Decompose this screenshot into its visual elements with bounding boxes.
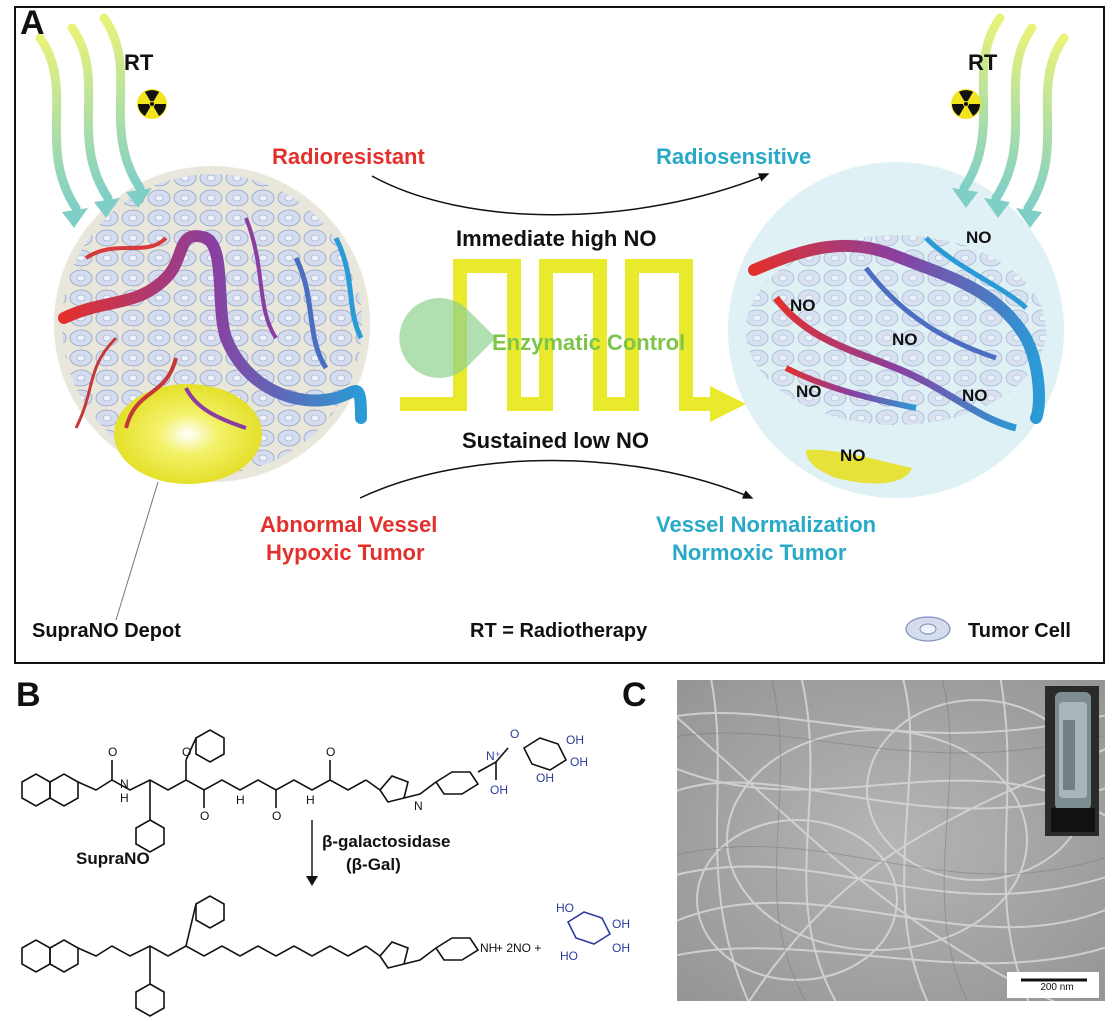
no-label: NO bbox=[962, 386, 988, 405]
h-atom: H bbox=[236, 793, 245, 807]
immediate-high-no-label: Immediate high NO bbox=[456, 226, 657, 251]
plus-2no: + 2NO + bbox=[496, 941, 541, 955]
rt-label-right: RT bbox=[968, 50, 998, 75]
supra-no-name: SupraNO bbox=[76, 849, 150, 868]
o-atom: O bbox=[510, 727, 519, 741]
tumor-cell-icon bbox=[905, 616, 951, 642]
enzyme-abbreviation: (β-Gal) bbox=[346, 855, 401, 874]
normoxic-tumor-label: Normoxic Tumor bbox=[672, 540, 847, 565]
nanofiber-network bbox=[677, 680, 1105, 1001]
h-atom: H bbox=[120, 791, 129, 805]
panel-label-a: A bbox=[20, 4, 45, 42]
o-atom: O bbox=[272, 809, 281, 823]
radioresistant-label: Radioresistant bbox=[272, 144, 425, 169]
depot-residue bbox=[806, 449, 912, 484]
supra-depot-label: SupraNO Depot bbox=[32, 620, 181, 642]
vessel-normalization-label: Vessel Normalization bbox=[656, 512, 877, 537]
oh-atom: OH bbox=[570, 755, 588, 769]
sustained-low-no-label: Sustained low NO bbox=[462, 428, 650, 453]
n-atom: N bbox=[414, 799, 423, 813]
h-atom: H bbox=[306, 793, 315, 807]
hypoxic-tumor-label: Hypoxic Tumor bbox=[266, 540, 425, 565]
enzyme-pacman-icon bbox=[399, 298, 496, 379]
rt-label-left: RT bbox=[124, 50, 154, 75]
o-atom: O bbox=[200, 809, 209, 823]
bottom-curved-arrow bbox=[359, 459, 754, 499]
tem-micrograph: 200 nm bbox=[677, 680, 1105, 1001]
panel-b-chemical-scheme: N⁺ OH OH OH OH O O O O O O H H H N N Sup… bbox=[21, 727, 630, 1017]
panel-label-c: C bbox=[622, 676, 647, 714]
oh-atom: OH bbox=[566, 733, 584, 747]
radiosensitive-label: Radiosensitive bbox=[656, 144, 812, 169]
no-label: NO bbox=[892, 330, 918, 349]
n-atom: N bbox=[120, 777, 129, 791]
no-label: NO bbox=[790, 296, 816, 315]
enzyme-name: β-galactosidase bbox=[322, 832, 450, 851]
oh-atom: OH bbox=[612, 917, 630, 931]
nh-atom: NH bbox=[480, 941, 497, 955]
tumor-cell-label: Tumor Cell bbox=[968, 620, 1071, 642]
radiation-icon bbox=[137, 89, 167, 119]
o-atom: O bbox=[326, 745, 335, 759]
right-tumor bbox=[728, 162, 1064, 498]
rt-definition-label: RT = Radiotherapy bbox=[470, 620, 648, 642]
radiation-rays bbox=[35, 13, 1069, 213]
left-tumor bbox=[54, 166, 370, 621]
no-label: NO bbox=[796, 382, 822, 401]
n-plus-atom: N⁺ bbox=[486, 749, 501, 763]
oh-atom: OH bbox=[612, 941, 630, 955]
panel-label-b: B bbox=[16, 676, 41, 714]
oh-atom: OH bbox=[536, 771, 554, 785]
panel-a: A RT RT Radioresistant Radiosensitive Im… bbox=[14, 4, 1105, 664]
panel-a-graphics bbox=[35, 13, 1069, 642]
supra-no-depot-blob bbox=[114, 384, 262, 484]
enzymatic-control-label: Enzymatic Control bbox=[492, 330, 686, 355]
no-label: NO bbox=[840, 446, 866, 465]
top-curved-arrow bbox=[371, 173, 770, 216]
pulse-waveform bbox=[400, 259, 712, 411]
ho-atom: HO bbox=[556, 901, 574, 915]
scale-bar bbox=[1007, 972, 1099, 998]
abnormal-vessel-label: Abnormal Vessel bbox=[260, 512, 438, 537]
ho-atom: HO bbox=[560, 949, 578, 963]
o-atom: O bbox=[108, 745, 117, 759]
supra-no-structure bbox=[21, 729, 568, 853]
product-structure bbox=[21, 895, 612, 1017]
scale-bar-label: 200 nm bbox=[1040, 982, 1074, 993]
radiation-icon bbox=[951, 89, 981, 119]
no-label: NO bbox=[966, 228, 992, 247]
o-atom: O bbox=[182, 745, 191, 759]
vial-inset bbox=[1045, 686, 1099, 836]
oh-atom: OH bbox=[490, 783, 508, 797]
